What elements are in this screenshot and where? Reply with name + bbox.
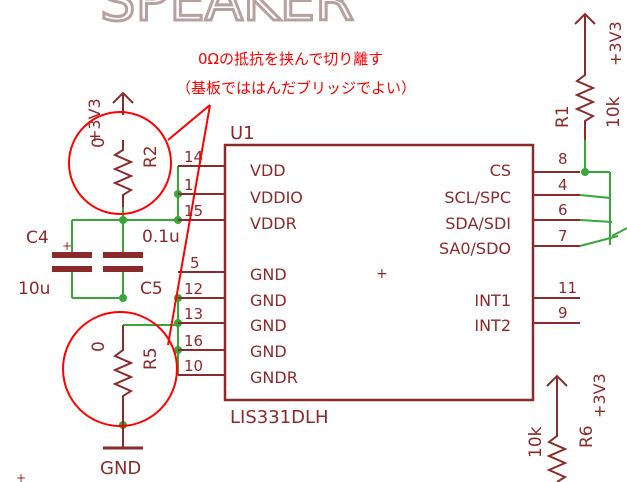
- pin-number: 8: [558, 150, 568, 168]
- c5-value: 0.1u: [142, 227, 180, 247]
- wires: [71, 140, 627, 376]
- chip-u1: U1 LIS331DLH + 14 1 15 5 12 13 16 10 VDD…: [178, 123, 580, 428]
- pin-name: CS: [490, 161, 511, 180]
- pin-number: 15: [184, 202, 203, 220]
- annotation-highlight: [62, 104, 211, 427]
- pin-name: SDA/SDI: [445, 214, 511, 233]
- pin-number: 5: [190, 254, 200, 272]
- r6-value: 10k: [526, 426, 546, 458]
- r1-ref: R1: [553, 105, 573, 128]
- pin-name: INT1: [474, 291, 511, 310]
- pin-name: VDDIO: [250, 188, 303, 207]
- callout-line-r2: [167, 104, 211, 141]
- c5-ref: C5: [140, 279, 163, 299]
- c4-ref: C4: [26, 228, 49, 248]
- pin-name: GNDR: [250, 368, 298, 387]
- r1-value: 10k: [604, 96, 624, 128]
- right-pin-numbers: 8 4 6 7 11 9: [558, 150, 577, 322]
- left-pin-stubs: [178, 165, 225, 376]
- pin-name: GND: [250, 316, 287, 335]
- callout-line-r5: [167, 104, 211, 346]
- net-label-3v3-r1: +3V3: [606, 21, 625, 66]
- supply-3v3-r6: +3V3: [546, 373, 609, 420]
- pin-number: 7: [558, 227, 568, 245]
- pin-name: INT2: [474, 316, 511, 335]
- r5-ref: R5: [141, 347, 161, 370]
- pin-name: GND: [250, 342, 287, 361]
- pin-name: VDDR: [250, 214, 297, 233]
- pin-number: 6: [558, 201, 568, 219]
- chip-ref: U1: [230, 123, 255, 144]
- resistor-r6: R6 10k: [526, 420, 597, 482]
- right-pin-stubs: [533, 171, 580, 324]
- pin-name: GND: [250, 265, 287, 284]
- pin-name: SA0/SDO: [439, 239, 511, 258]
- ground-symbol: GND: [100, 425, 143, 479]
- pin-number: 14: [184, 148, 203, 166]
- corner-marker: +: [16, 471, 26, 482]
- annotation-line-2: （基板でははんだブリッジでよい）: [176, 79, 416, 97]
- supply-3v3-r1: +3V3: [574, 12, 625, 66]
- pin-number: 16: [184, 332, 203, 350]
- pin-number: 9: [558, 304, 568, 322]
- resistor-r2: R2 0: [89, 137, 161, 207]
- svg-text:+: +: [62, 239, 72, 253]
- highlight-circle-r5: [62, 311, 178, 427]
- pin-number: 11: [558, 279, 577, 297]
- net-label-3v3-left: +3V3: [85, 98, 104, 143]
- pin-number: 1: [184, 176, 194, 194]
- pin-number: 13: [184, 305, 203, 323]
- resistor-r5: R5 0: [89, 325, 161, 425]
- gnd-label: GND: [100, 458, 141, 479]
- left-pin-names: VDD VDDIO VDDR GND GND GND GND GNDR: [250, 161, 303, 387]
- pin-number: 12: [184, 280, 203, 298]
- r2-value: 0: [89, 137, 109, 148]
- r2-ref: R2: [141, 145, 161, 168]
- capacitor-c4: + C4 10u: [18, 228, 92, 299]
- chip-name: LIS331DLH: [230, 407, 329, 428]
- net-label-3v3-r6: +3V3: [590, 373, 609, 418]
- pin-number: 4: [558, 176, 568, 194]
- resistor-r1: R1 10k: [553, 40, 624, 140]
- r6-ref: R6: [577, 425, 597, 448]
- supply-3v3-left: +3V3: [85, 91, 134, 143]
- highlight-circle-r2: [68, 111, 172, 215]
- pin-name: SCL/SPC: [444, 188, 511, 207]
- chip-origin-mark: +: [376, 266, 388, 282]
- pin-name: GND: [250, 291, 287, 310]
- c4-value: 10u: [18, 279, 50, 299]
- r5-value: 0: [89, 341, 109, 352]
- capacitor-c5: 0.1u C5: [103, 227, 180, 299]
- right-pin-names: CS SCL/SPC SDA/SDI SA0/SDO INT1 INT2: [439, 161, 511, 335]
- pin-number: 10: [184, 357, 203, 375]
- pin-name: VDD: [250, 161, 286, 180]
- header-fragment: SPEAKER: [100, 0, 354, 34]
- annotation-line-1: 0Ωの抵抗を挟んで切り離す: [198, 50, 383, 68]
- left-pin-numbers: 14 1 15 5 12 13 16 10: [184, 148, 203, 375]
